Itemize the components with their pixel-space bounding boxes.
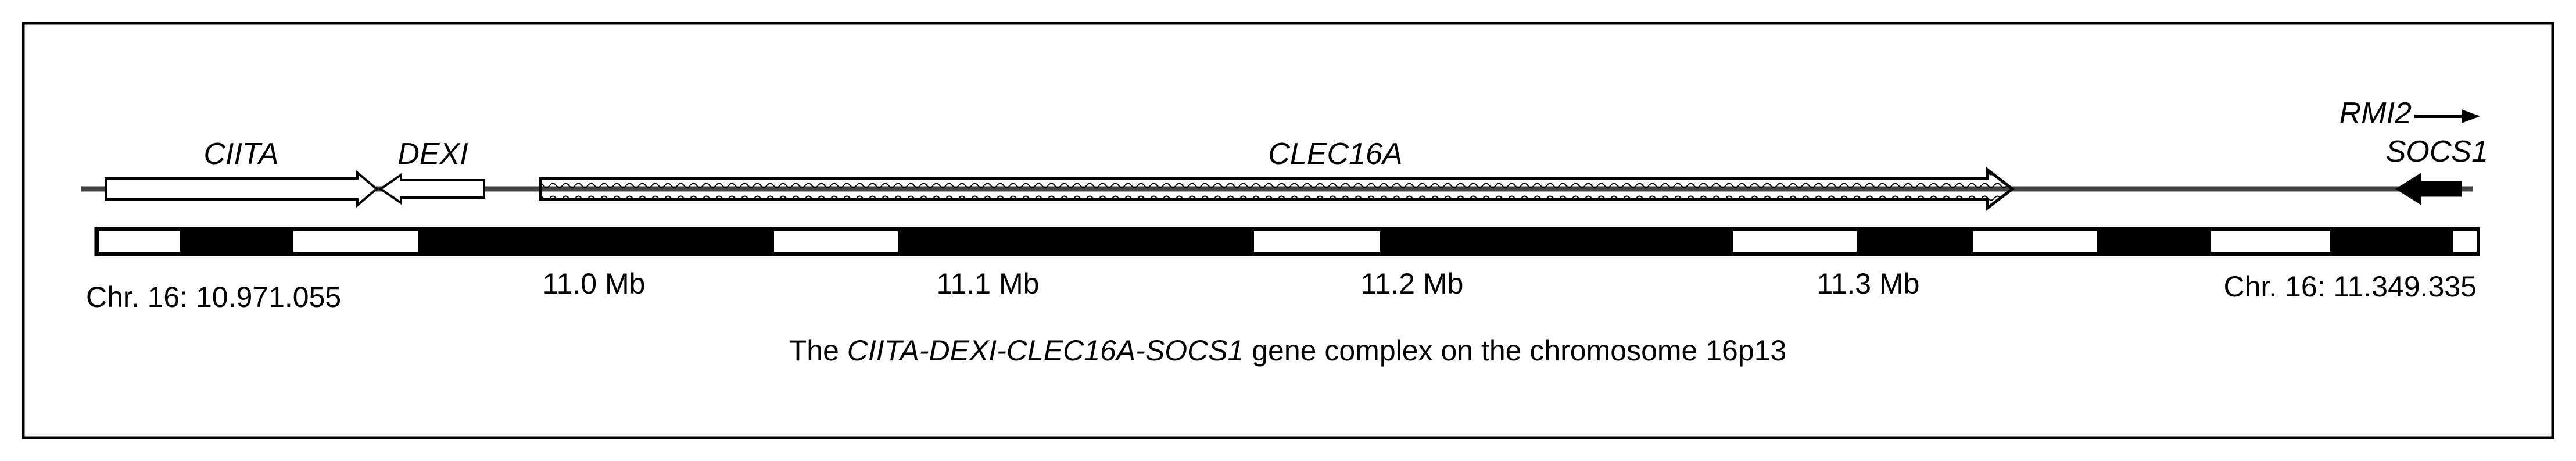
scale-bar-white-segment [774,231,898,252]
caption-suffix: gene complex on the chromosome 16p13 [1244,334,1786,367]
caption-gene-complex: CIITA-DEXI-CLEC16A-SOCS1 [847,334,1244,367]
diagram-caption: The CIITA-DEXI-CLEC16A-SOCS1 gene comple… [789,334,1787,367]
socs1-gene-arrow [2395,173,2462,205]
scale-tick-label: 11.1 Mb [937,267,1040,300]
scale-start-label: Chr. 16: 10.971.055 [86,281,341,313]
caption-prefix: The [789,334,847,367]
scale-tick-label: 11.0 Mb [543,267,646,300]
scale-bar-white-segment [2211,231,2330,252]
clec16a-gene-arrow [539,166,2015,212]
dexi-label: DEXI [397,137,468,171]
scale-bar-white-segment [2453,231,2477,252]
scale-bar-white-segment [1733,231,1857,252]
clec16a-label: CLEC16A [1268,137,1402,171]
dexi-gene-arrow [378,173,485,205]
diagram-frame [22,22,2554,439]
scale-bar-white-segment [1254,231,1380,252]
rmi2-direction-arrowhead [2462,109,2480,123]
scale-tick-label: 11.3 Mb [1817,267,1920,300]
scale-end-label: Chr. 16: 11.349.335 [2223,270,2477,303]
ciita-label: CIITA [203,137,278,171]
rmi2-label: RMI2 [2339,97,2412,130]
scale-tick-label: 11.2 Mb [1361,267,1464,300]
socs1-label: SOCS1 [2386,135,2488,169]
scale-bar-segments [99,231,2477,252]
ciita-gene-arrow [105,170,379,208]
scale-bar-white-segment [1973,231,2097,252]
scale-bar-white-segment [99,231,180,252]
scale-bar-white-segment [293,231,418,252]
